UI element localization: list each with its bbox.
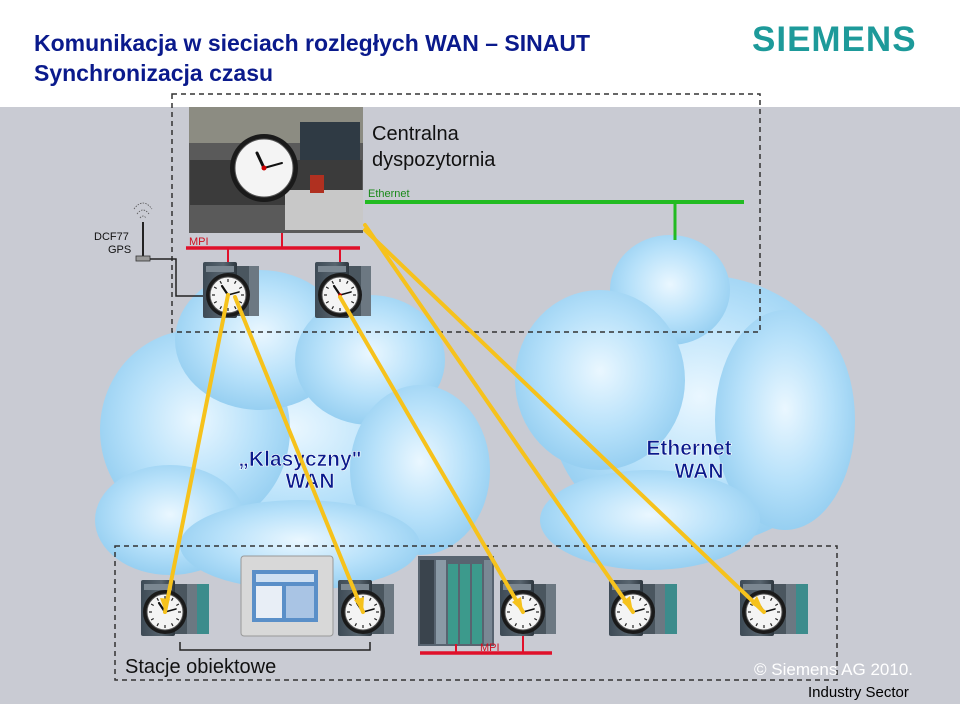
mpi-top-label: MPI (189, 236, 209, 248)
mpi-bottom-label: MPI (480, 642, 500, 654)
siemens-logo: SIEMENS (752, 20, 917, 59)
antenna-icon (133, 202, 153, 262)
header-bar: Komunikacja w sieciach rozległych WAN – … (0, 0, 960, 107)
control-room-photo (189, 107, 363, 233)
plc-icon (141, 580, 209, 636)
sector-text: Industry Sector (808, 684, 909, 701)
copyright-text: © Siemens AG 2010. (754, 660, 914, 679)
sync-lines (163, 223, 766, 614)
plc-icon (203, 262, 259, 319)
rack-icon (418, 556, 494, 646)
slide-title: Komunikacja w sieciach rozległych WAN – … (34, 30, 590, 56)
control-room-label-1: Centralna (372, 123, 460, 145)
ethernet-label: Ethernet (368, 188, 410, 200)
hmi-link-cable (179, 642, 371, 651)
ethernet-wan-label-1: Ethernet (646, 437, 731, 460)
slide-subtitle: Synchronizacja czasu (34, 60, 274, 86)
antenna-label-1: DCF77 (94, 231, 129, 243)
plc-icon (338, 580, 394, 636)
control-room-frame (171, 93, 761, 333)
plc-icon (609, 580, 677, 636)
plc-icon (740, 580, 808, 636)
ethernet-wan-label-2: WAN (675, 460, 724, 483)
hmi-panel-icon (240, 555, 334, 637)
antenna-cable (150, 258, 205, 297)
plc-icon (315, 262, 371, 319)
sync-arrow-icon (160, 596, 764, 612)
stations-label: Stacje obiektowe (125, 656, 276, 678)
control-room-label-2: dyspozytornia (372, 149, 496, 171)
antenna-label-2: GPS (108, 244, 131, 256)
stations-frame (114, 545, 838, 681)
ethernet-wan-cloud (515, 235, 855, 570)
